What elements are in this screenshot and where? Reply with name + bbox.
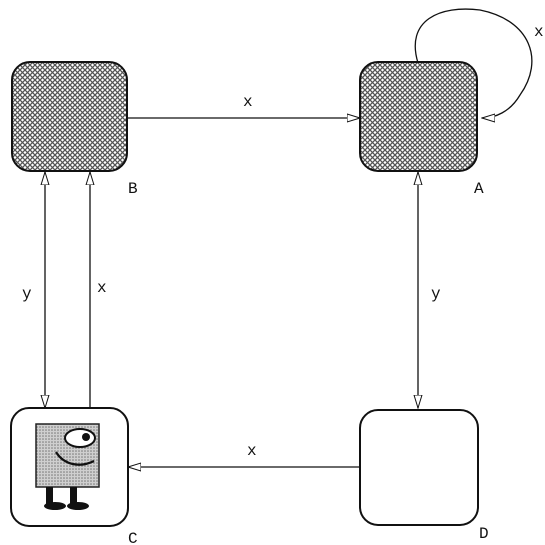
node-c-label: C	[128, 530, 138, 545]
edge-a-self-label: x	[534, 23, 544, 41]
node-b-label: B	[128, 180, 138, 198]
node-d: D	[360, 410, 489, 543]
edge-c-to-b-label: x	[97, 279, 107, 297]
node-a: A	[360, 62, 484, 198]
edge-d-to-c-label: x	[247, 442, 257, 460]
edge-a-d-label: y	[431, 285, 441, 303]
edge-b-to-a-label: x	[243, 93, 253, 111]
node-a-box	[360, 62, 477, 171]
node-c: C	[11, 408, 138, 545]
node-b-box	[12, 62, 127, 171]
node-d-box	[360, 410, 478, 525]
node-b: B	[12, 62, 138, 198]
node-d-label: D	[479, 525, 489, 543]
edge-b-c-label: y	[22, 285, 32, 303]
node-a-label: A	[474, 180, 484, 198]
